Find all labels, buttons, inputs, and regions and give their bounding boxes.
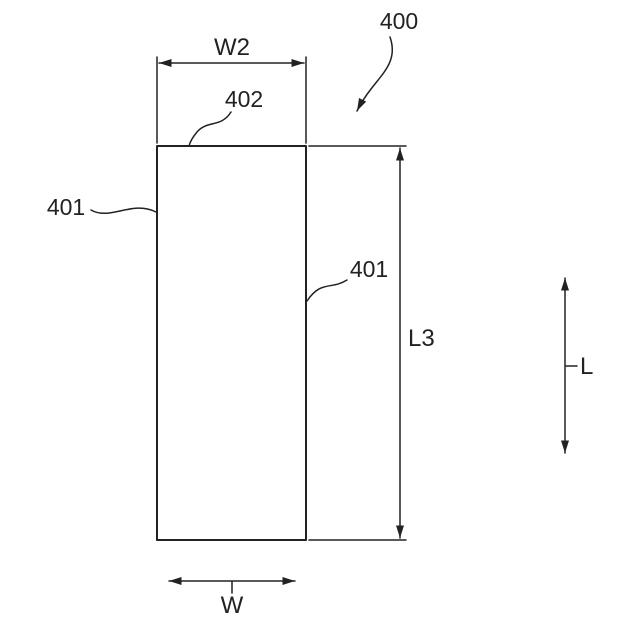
l-dimension: L	[561, 277, 593, 454]
ref-402-label: 402	[225, 86, 263, 112]
ref-401-left: 401	[47, 194, 157, 220]
l3-dimension: L3	[308, 145, 435, 541]
ref-401-left-leader-line	[90, 207, 157, 215]
ref-400-arrow	[356, 36, 394, 112]
w-label: W	[221, 592, 244, 619]
l3-label: L3	[408, 325, 435, 352]
w-dimension: W	[168, 577, 296, 619]
l-label: L	[580, 353, 593, 380]
w2-dimension: W2	[156, 34, 307, 144]
w2-label: W2	[214, 34, 250, 61]
ref-401-right-leader-line	[306, 279, 348, 302]
ref-401-right-label: 401	[350, 256, 388, 282]
component-outline	[156, 145, 307, 541]
ref-400-label: 400	[380, 8, 418, 34]
ref-401-right: 401	[306, 256, 388, 302]
ref-401-left-label: 401	[47, 194, 85, 220]
ref-400: 400	[356, 8, 418, 112]
ref-402: 402	[188, 86, 263, 147]
ref-402-leader-line	[188, 111, 232, 147]
